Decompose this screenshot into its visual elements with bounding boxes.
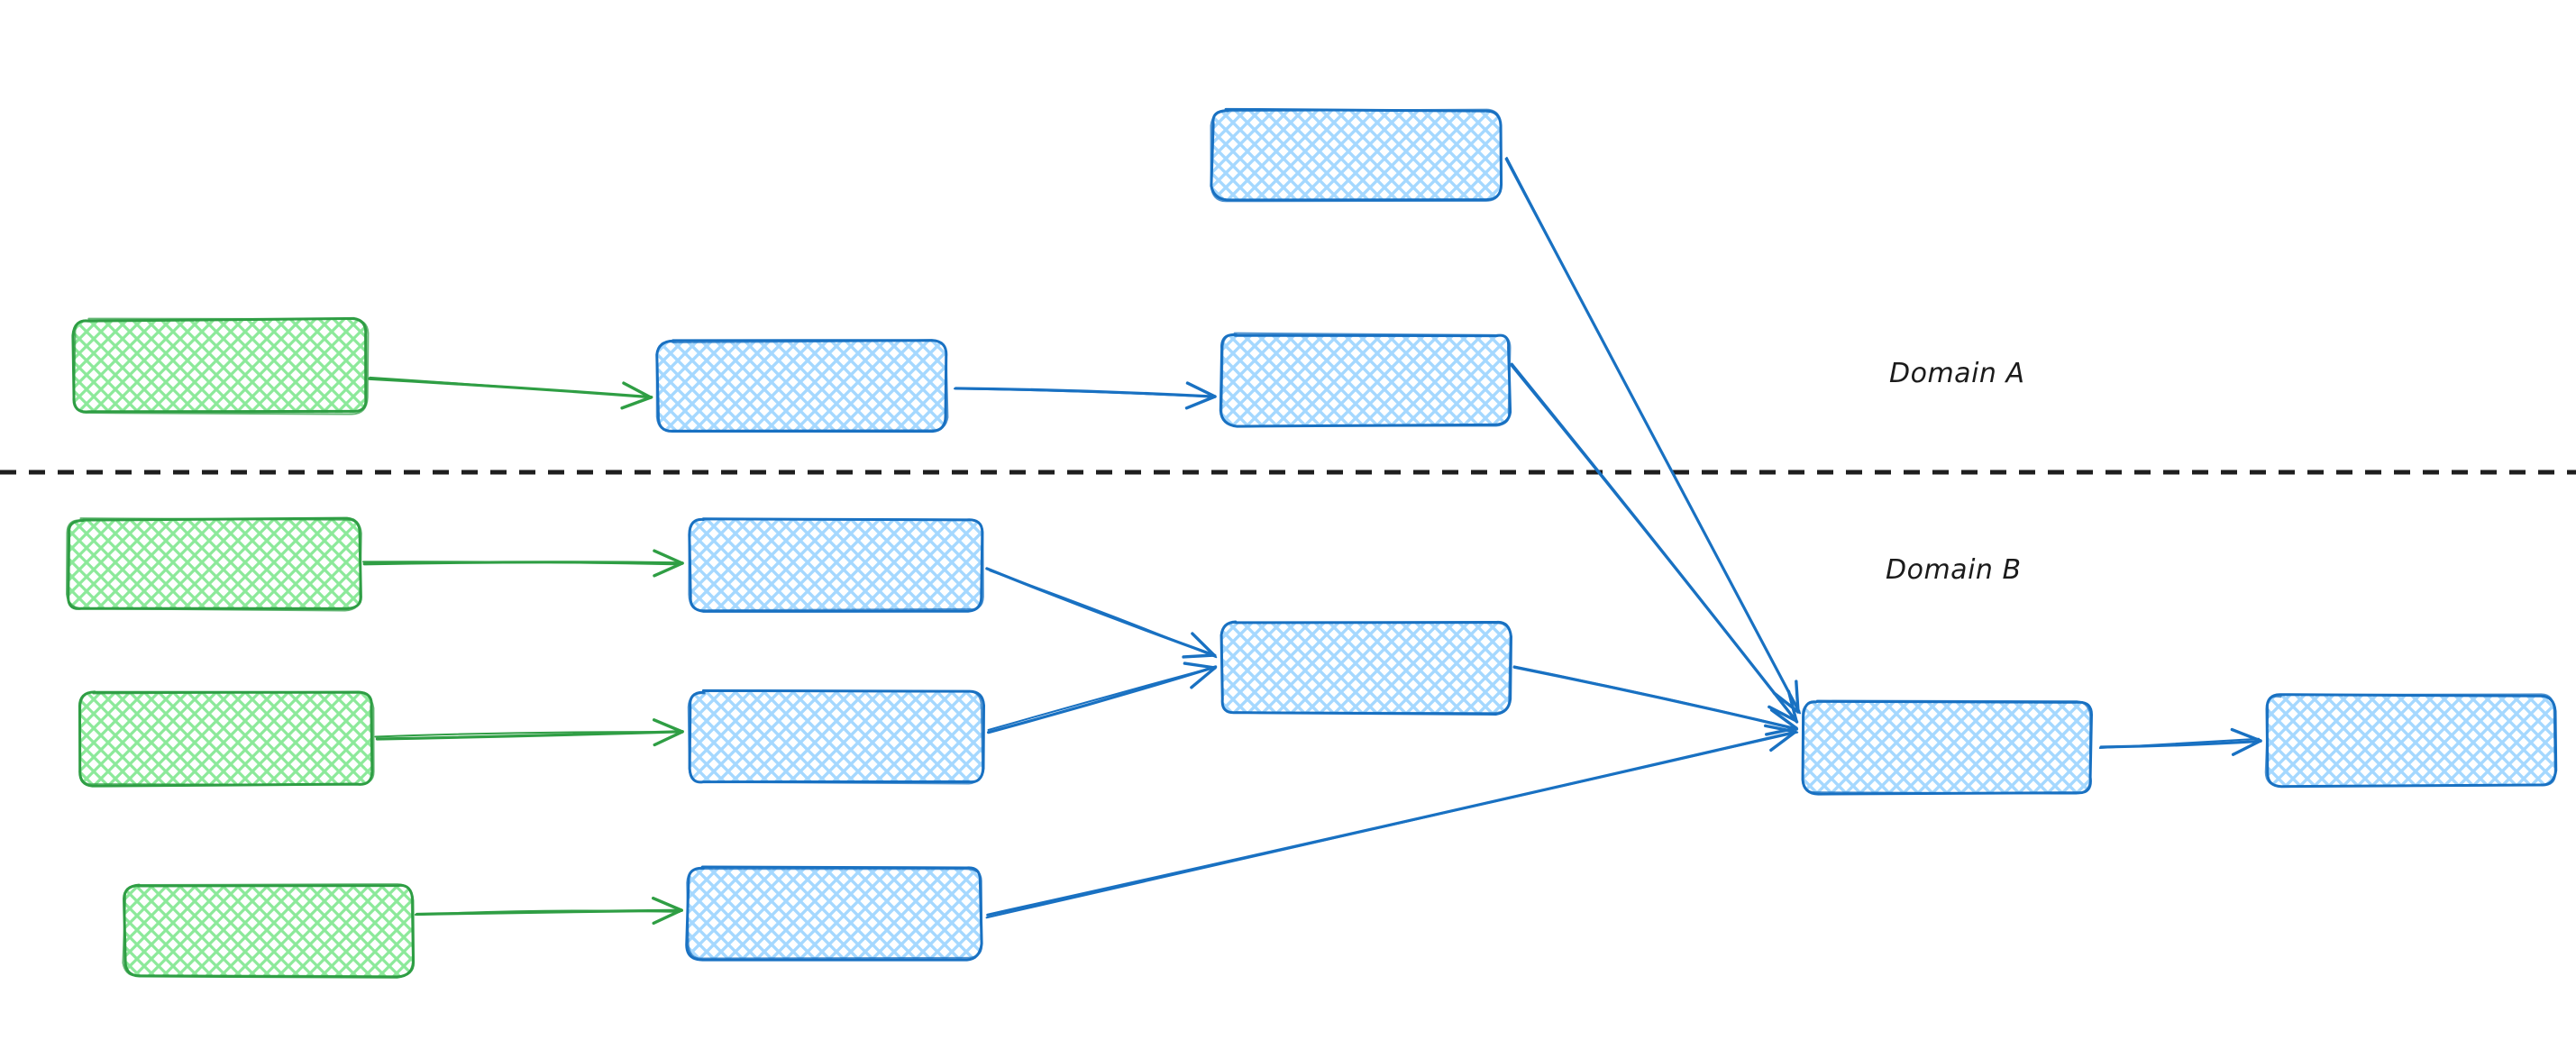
arrowhead-barb bbox=[652, 896, 683, 912]
node-fill bbox=[1212, 109, 1502, 201]
edge-stroke bbox=[414, 909, 681, 917]
arrowhead-barb bbox=[1182, 653, 1216, 659]
node-blue-a2[interactable] bbox=[1219, 332, 1512, 428]
arrowhead-barb bbox=[1183, 661, 1217, 670]
node-fill bbox=[1220, 334, 1511, 426]
arrowhead-barb bbox=[652, 908, 683, 926]
edge-stroke bbox=[369, 376, 651, 398]
node-green-a1[interactable] bbox=[71, 316, 370, 415]
node-fill bbox=[68, 518, 361, 609]
arrowhead-barb bbox=[1190, 666, 1217, 689]
edge-stroke bbox=[986, 665, 1218, 734]
node-blue-a1[interactable] bbox=[655, 339, 949, 433]
node-fill bbox=[123, 884, 414, 976]
node-fill bbox=[658, 341, 947, 432]
node-outline bbox=[687, 689, 984, 785]
node-fill bbox=[689, 691, 983, 783]
node-outline bbox=[122, 883, 415, 978]
node-blue-b4[interactable] bbox=[1219, 620, 1512, 716]
edge-stroke bbox=[986, 730, 1797, 917]
edge-edge-blue-b2-to-b4[interactable] bbox=[986, 661, 1218, 734]
node-fill bbox=[2266, 695, 2556, 787]
arrowhead-barb bbox=[2231, 739, 2262, 756]
node-outline bbox=[655, 340, 949, 432]
edge-edge-green-b2-to-blue-b2[interactable] bbox=[374, 718, 684, 747]
edge-stroke bbox=[954, 388, 1215, 398]
arrowhead-barb bbox=[1768, 705, 1798, 723]
arrowhead-barb bbox=[1769, 708, 1798, 730]
node-green-b3[interactable] bbox=[122, 883, 416, 979]
node-fill bbox=[1802, 701, 2092, 794]
arrowhead-barb bbox=[1763, 724, 1797, 734]
arrowhead-barb bbox=[653, 730, 684, 747]
node-blue-b3[interactable] bbox=[685, 865, 983, 962]
node-fill bbox=[73, 319, 368, 414]
edge-stroke bbox=[1505, 157, 1802, 715]
edge-stroke bbox=[362, 561, 681, 566]
edge-stroke bbox=[989, 570, 1218, 659]
node-outline bbox=[1220, 332, 1512, 427]
node-blue-b1[interactable] bbox=[688, 517, 984, 613]
arrowhead-barb bbox=[1765, 726, 1798, 736]
edge-edge-blue-a2-to-b5[interactable] bbox=[1510, 362, 1799, 724]
edge-edge-blue-a-top-to-b5[interactable] bbox=[1504, 157, 1802, 715]
node-blue-b5[interactable] bbox=[1801, 699, 2093, 796]
edge-edge-green-a1-to-blue-a1[interactable] bbox=[368, 376, 653, 410]
arrowhead-barb bbox=[622, 381, 653, 399]
node-outline bbox=[73, 317, 370, 415]
node-outline bbox=[1220, 621, 1512, 715]
edge-edge-blue-b3-to-b5[interactable] bbox=[985, 724, 1799, 919]
node-outline bbox=[1801, 699, 2092, 795]
node-blue-a-top[interactable] bbox=[1210, 107, 1503, 203]
edge-edge-green-b3-to-blue-b3[interactable] bbox=[414, 896, 683, 926]
edge-stroke bbox=[1512, 665, 1798, 730]
node-fill bbox=[1220, 621, 1511, 714]
node-blue-b2[interactable] bbox=[687, 689, 985, 785]
arrowhead-barb bbox=[653, 549, 684, 565]
node-outline bbox=[686, 866, 983, 960]
arrowhead-barb bbox=[1191, 632, 1216, 657]
arrowhead-barb bbox=[653, 561, 684, 578]
node-green-b2[interactable] bbox=[78, 690, 375, 788]
edge-stroke bbox=[374, 731, 682, 738]
node-fill bbox=[687, 867, 982, 960]
edge-stroke bbox=[987, 665, 1217, 731]
node-layer bbox=[66, 107, 2558, 979]
node-outline bbox=[688, 518, 984, 612]
node-outline bbox=[2264, 693, 2556, 788]
node-fill bbox=[689, 518, 983, 610]
node-outline bbox=[78, 690, 375, 786]
arrowhead-barb bbox=[1185, 381, 1217, 398]
node-green-b1[interactable] bbox=[66, 516, 362, 612]
edge-edge-blue-b1-to-b4[interactable] bbox=[985, 567, 1218, 659]
arrowhead-barb bbox=[2230, 727, 2262, 743]
node-outline bbox=[66, 517, 362, 612]
arrowhead-barb bbox=[652, 718, 684, 734]
domain-b-label: Domain B bbox=[1886, 554, 2022, 586]
node-fill bbox=[78, 692, 373, 786]
edge-edge-blue-b4-to-b5[interactable] bbox=[1512, 665, 1799, 736]
node-outline bbox=[1210, 108, 1503, 203]
node-blue-b6[interactable] bbox=[2264, 693, 2558, 789]
arrowhead-barb bbox=[620, 396, 653, 410]
arrowhead-barb bbox=[1786, 689, 1798, 723]
edge-layer bbox=[362, 157, 2262, 926]
edge-stroke bbox=[1510, 364, 1797, 724]
edge-edge-green-b1-to-blue-b1[interactable] bbox=[362, 549, 684, 578]
arrowhead-barb bbox=[1795, 680, 1800, 714]
edge-stroke bbox=[1512, 665, 1799, 731]
domain-a-label: Domain A bbox=[1889, 358, 2025, 389]
edge-stroke bbox=[985, 731, 1799, 919]
arrowhead-barb bbox=[1184, 395, 1217, 410]
edge-edge-blue-a1-to-blue-a2[interactable] bbox=[954, 381, 1217, 410]
edge-edge-blue-b5-to-b6[interactable] bbox=[2098, 727, 2262, 756]
edge-stroke bbox=[2098, 737, 2261, 750]
arrowhead-barb bbox=[1769, 730, 1797, 753]
